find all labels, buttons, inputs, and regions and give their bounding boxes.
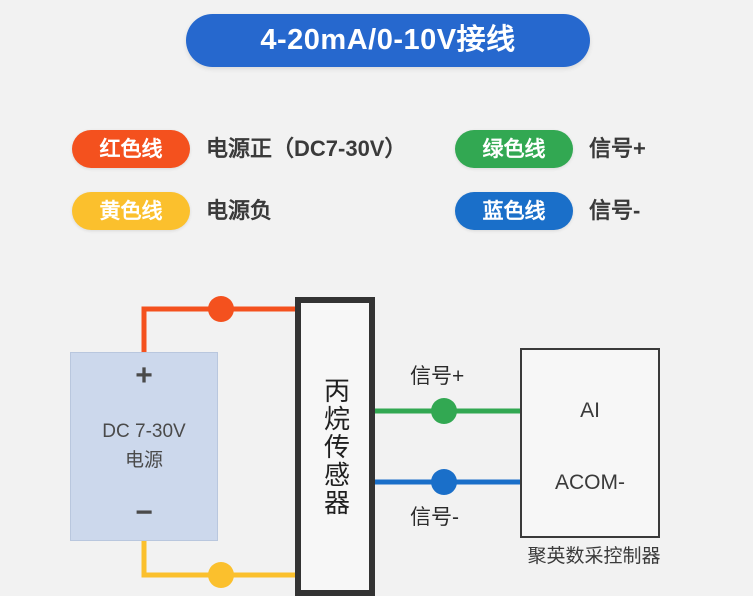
power-supply-label: DC 7-30V 电源 [71, 417, 217, 476]
legend-pill-red: 红色线 [72, 130, 190, 168]
legend-pill-label: 绿色线 [482, 137, 546, 161]
power-supply-name: 电源 [124, 450, 163, 472]
page-title: 4-20mA/0-10V接线 [260, 24, 516, 56]
power-supply-voltage: DC 7-30V [102, 421, 186, 442]
legend-description: 信号+ [589, 136, 646, 161]
junction-dot-red [208, 296, 234, 322]
junction-dot-green [431, 398, 457, 424]
legend-pill-label: 蓝色线 [482, 199, 546, 223]
legend-item-red-wire: 红色线 电源正（DC7-30V） [72, 130, 406, 168]
legend-description: 信号- [589, 198, 641, 223]
wire-color-legend: 红色线 电源正（DC7-30V） 黄色线 电源负 绿色线 信号+ 蓝色线 信号- [0, 130, 753, 248]
legend-pill-green: 绿色线 [455, 130, 573, 168]
page-title-pill: 4-20mA/0-10V接线 [186, 14, 590, 67]
legend-item-blue-wire: 蓝色线 信号- [455, 192, 640, 230]
power-positive-terminal: + [135, 359, 153, 392]
wire-power-negative [141, 536, 302, 578]
legend-item-green-wire: 绿色线 信号+ [455, 130, 646, 168]
data-acquisition-controller-box: AI ACOM- [520, 348, 660, 538]
legend-description: 电源负 [206, 198, 273, 223]
propane-sensor-label: 丙烷传感器 [320, 376, 351, 517]
junction-dot-yellow [208, 562, 234, 588]
legend-item-yellow-wire: 黄色线 电源负 [72, 192, 272, 230]
legend-pill-blue: 蓝色线 [455, 192, 573, 230]
controller-terminal-ai: AI [580, 399, 600, 422]
propane-sensor-box: 丙烷传感器 [295, 297, 375, 596]
legend-pill-label: 黄色线 [99, 199, 163, 223]
legend-pill-label: 红色线 [99, 137, 163, 161]
controller-terminal-acom: ACOM- [555, 471, 625, 494]
wire-label-signal-negative: 信号- [410, 506, 459, 529]
wire-power-positive [141, 306, 302, 360]
legend-pill-yellow: 黄色线 [72, 192, 190, 230]
power-supply-box: + DC 7-30V 电源 − [70, 352, 218, 541]
wire-label-signal-positive: 信号+ [410, 365, 465, 388]
junction-dot-blue [431, 469, 457, 495]
power-negative-terminal: − [135, 496, 153, 529]
legend-description: 电源正（DC7-30V） [206, 136, 407, 161]
controller-caption: 聚英数采控制器 [527, 546, 661, 567]
